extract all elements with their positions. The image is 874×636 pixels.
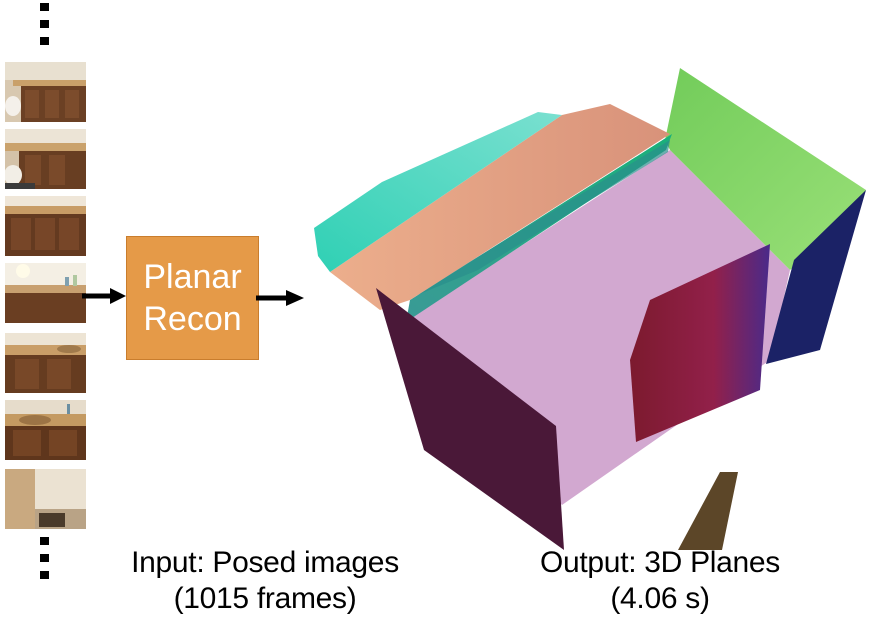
brown-fragment-plane bbox=[678, 472, 738, 550]
planes-3d-render bbox=[314, 68, 866, 550]
teal-top-plane bbox=[314, 112, 562, 272]
input-frame-thumbnail bbox=[5, 263, 86, 323]
bottom-ellipsis-dots bbox=[40, 537, 49, 588]
input-frame-thumbnail bbox=[5, 333, 86, 393]
input-frame-thumbnail bbox=[5, 62, 86, 122]
peach-counter-plane bbox=[330, 104, 670, 310]
input-caption-line1: Input: Posed images bbox=[131, 546, 399, 579]
input-caption-line2: (1015 frames) bbox=[173, 582, 357, 615]
input-arrow-icon bbox=[82, 288, 126, 304]
input-caption: Input: Posed images (1015 frames) bbox=[100, 545, 430, 617]
input-frame-thumbnail bbox=[5, 196, 86, 256]
green-wall-plane bbox=[665, 68, 866, 270]
method-box-label-line1: Planar bbox=[143, 258, 242, 296]
output-caption-line1: Output: 3D Planes bbox=[539, 546, 781, 579]
input-frame-thumbnail bbox=[5, 469, 86, 529]
planarrecon-method-box: Planar Recon bbox=[126, 236, 259, 360]
method-box-label-line2: Recon bbox=[143, 300, 242, 338]
red-plane bbox=[630, 244, 770, 442]
navy-wall-plane bbox=[766, 190, 866, 364]
output-arrow-icon bbox=[256, 290, 304, 306]
output-caption-line2: (4.06 s) bbox=[610, 582, 710, 615]
output-caption: Output: 3D Planes (4.06 s) bbox=[506, 545, 814, 617]
input-frame-thumbnail bbox=[5, 400, 86, 460]
top-ellipsis-dots bbox=[40, 3, 49, 54]
maroon-plane bbox=[376, 288, 564, 550]
input-frame-thumbnail bbox=[5, 129, 86, 189]
